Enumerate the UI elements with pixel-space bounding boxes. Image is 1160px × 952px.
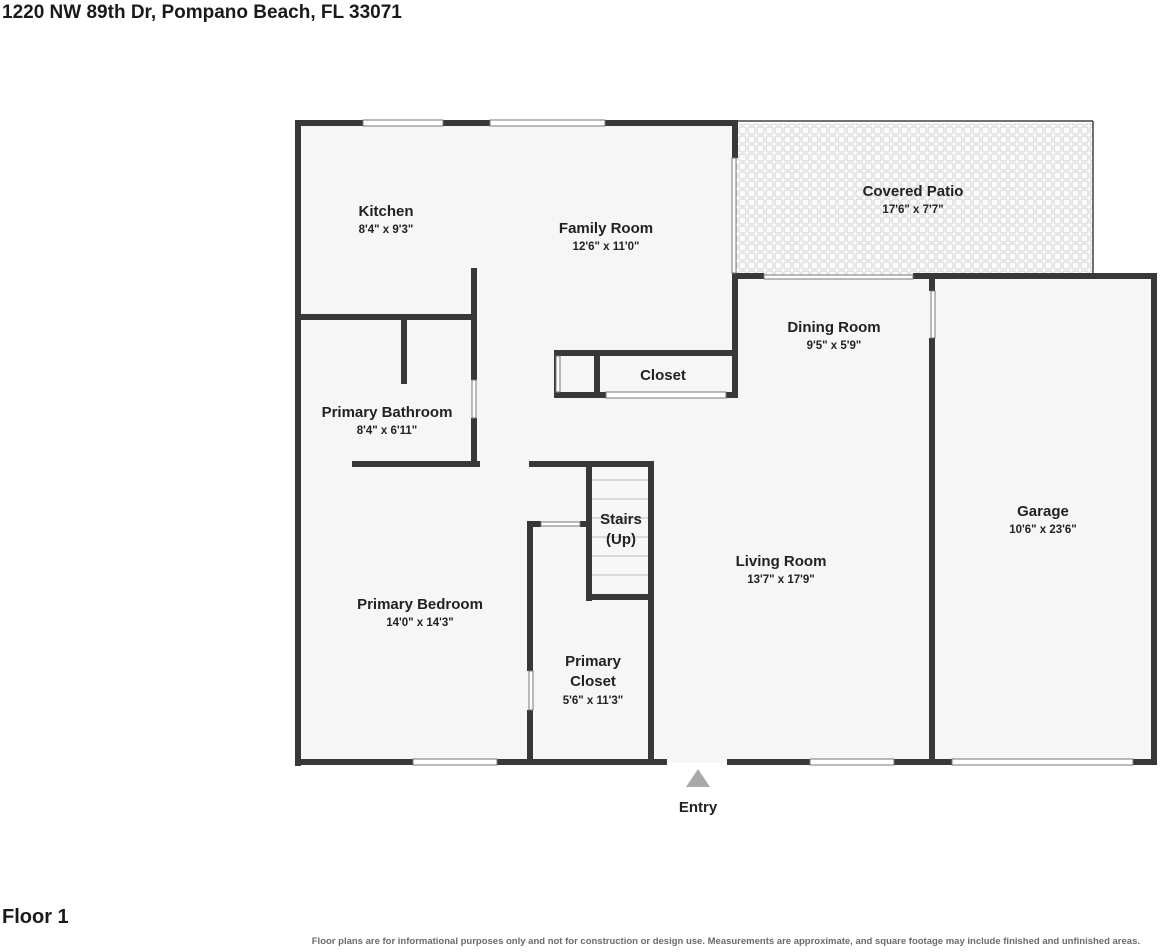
floor-fills — [298, 123, 1155, 763]
living-room-dims: 13'7" x 17'9" — [747, 574, 815, 586]
stairs-direction-label: (Up) — [606, 531, 636, 548]
closet-label: Closet — [640, 367, 686, 384]
primary-closet-label-line2: Closet — [570, 673, 616, 690]
dining-room-dims: 9'5" x 5'9" — [807, 340, 862, 352]
windows — [362, 119, 1134, 766]
primary-bedroom-dims: 14'0" x 14'3" — [386, 617, 454, 629]
primary-bathroom-dims: 8'4" x 6'11" — [357, 425, 418, 437]
living-room-label: Living Room — [736, 553, 827, 570]
patio-outline — [735, 120, 1094, 275]
garage-dims: 10'6" x 23'6" — [1009, 524, 1077, 536]
primary-closet-dims: 5'6" x 11'3" — [563, 695, 624, 707]
floor-label: Floor 1 — [2, 906, 69, 928]
disclaimer-text: Floor plans are for informational purpos… — [311, 936, 1140, 947]
primary-closet-label: Primary — [565, 653, 622, 670]
covered-patio-label: Covered Patio — [863, 183, 964, 200]
garage-label: Garage — [1017, 503, 1069, 520]
covered-patio-dims: 17'6" x 7'7" — [882, 204, 943, 216]
kitchen-label: Kitchen — [358, 203, 413, 220]
walls — [295, 120, 1157, 766]
family-room-label: Family Room — [559, 220, 653, 237]
entry-label: Entry — [679, 799, 718, 816]
patio-tiles — [735, 123, 1093, 275]
property-address: 1220 NW 89th Dr, Pompano Beach, FL 33071 — [2, 2, 402, 23]
stairs-label: Stairs — [600, 511, 642, 528]
primary-bedroom-label: Primary Bedroom — [357, 596, 483, 613]
dining-room-label: Dining Room — [787, 319, 880, 336]
primary-bathroom-label: Primary Bathroom — [322, 404, 453, 421]
stair-treads — [592, 479, 648, 576]
family-room-dims: 12'6" x 11'0" — [573, 241, 640, 253]
entry-arrow-icon — [686, 769, 710, 787]
kitchen-dims: 8'4" x 9'3" — [359, 224, 414, 236]
